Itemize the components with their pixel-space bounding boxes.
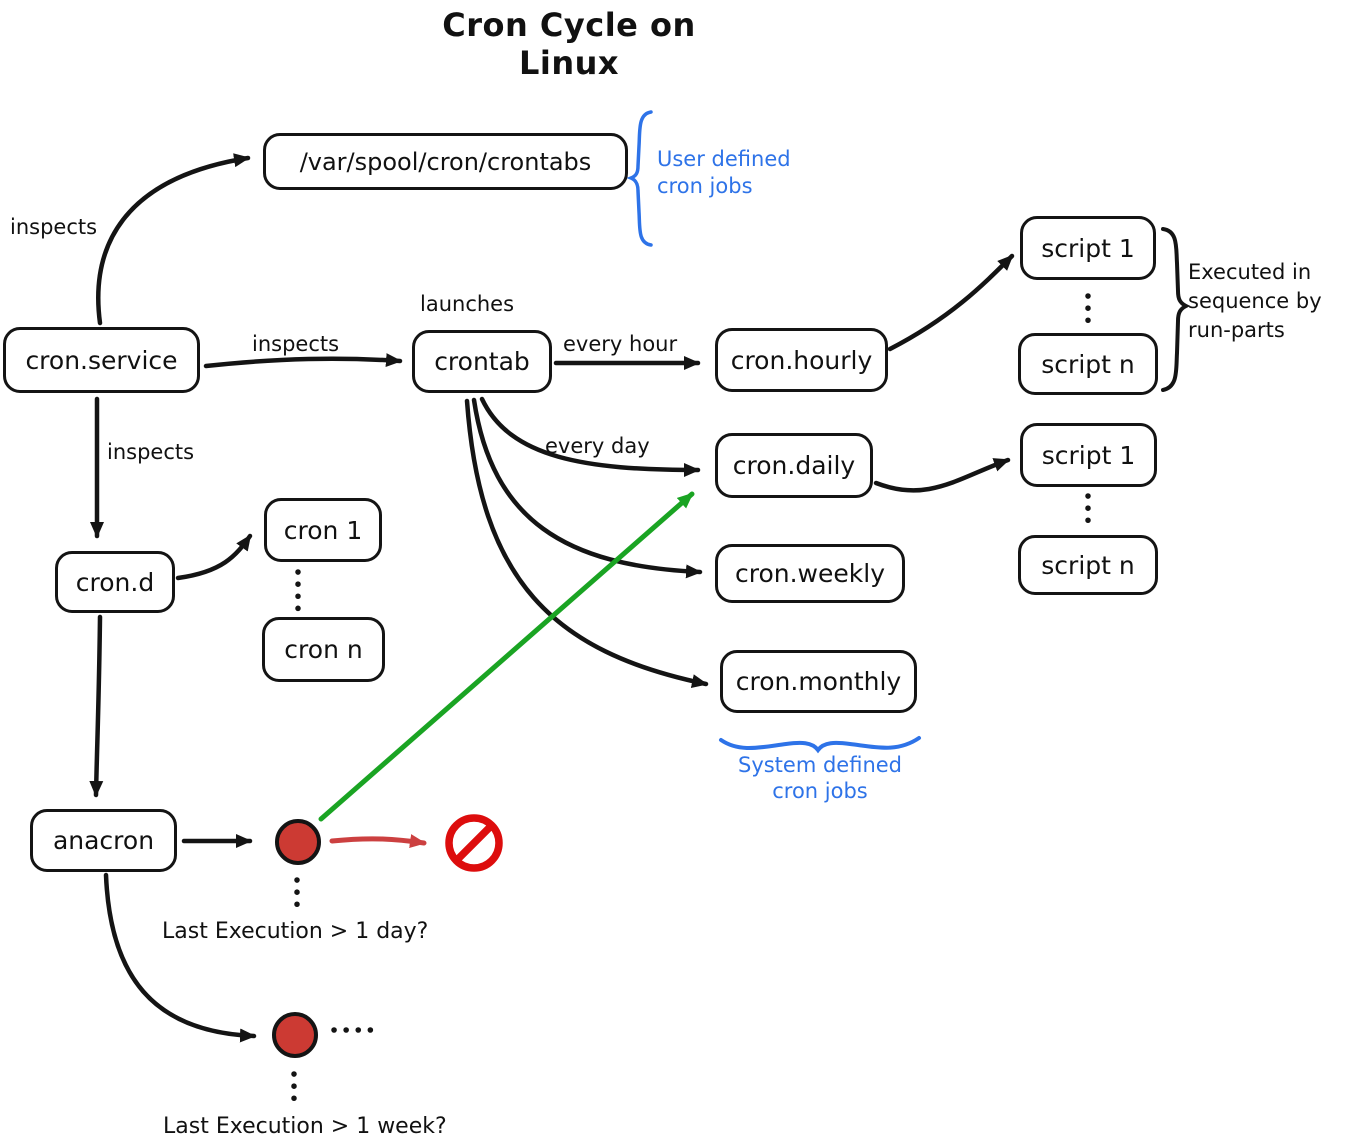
node-label: cron n (284, 635, 363, 664)
annotation-line: cron jobs (772, 779, 868, 803)
annotation-system-defined: System defined cron jobs (718, 752, 922, 804)
annotation-line: System defined (737, 753, 903, 777)
arrow-service-to-crontab (203, 353, 403, 369)
edge-label-inspects-mid: inspects (252, 332, 340, 356)
week-check-circle-icon (272, 1012, 318, 1058)
node-label: cron.service (25, 345, 178, 375)
arrow-crond-to-cron1 (175, 533, 253, 581)
node-label: cron 1 (283, 515, 363, 545)
node-cron-service: cron.service (3, 327, 200, 393)
annotation-last-exec-day: Last Execution > 1 day? (162, 919, 429, 944)
arrow-hourly-to-script1 (887, 253, 1015, 352)
node-cron-d: cron.d (55, 551, 175, 613)
node-cron-1: cron 1 (264, 498, 382, 562)
edge-label-inspects-top: inspects (10, 215, 98, 239)
annotation-run-parts: Executed in sequence by run-parts (1188, 258, 1322, 345)
edge-label-every-day: every day (545, 434, 650, 458)
arrow-green-daycheck-to-daily (318, 491, 695, 822)
annotation-line: cron jobs (657, 174, 753, 198)
node-label: script 1 (1041, 233, 1135, 263)
node-cron-monthly: cron.monthly (720, 650, 917, 713)
node-script-1-hourly: script 1 (1020, 216, 1156, 280)
arrow-crond-to-anacron (89, 614, 104, 798)
annotation-line: User defined (657, 147, 791, 171)
arrow-crontab-to-monthly (464, 398, 709, 688)
node-label: /var/spool/cron/crontabs (299, 147, 592, 176)
annotation-line: sequence by (1188, 289, 1322, 313)
node-label: cron.d (75, 567, 155, 597)
edge-label-every-hour: every hour (563, 332, 678, 356)
node-crontab: crontab (412, 330, 552, 393)
no-entry-icon-glyph (445, 814, 503, 872)
node-label: anacron (52, 826, 155, 855)
node-script-n-daily: script n (1018, 535, 1158, 595)
brace-system-defined (719, 736, 921, 754)
node-label: cron.weekly (735, 559, 885, 588)
diagram-title: Cron Cycle on Linux (442, 6, 696, 82)
node-var-spool-cron-crontabs: /var/spool/cron/crontabs (263, 133, 628, 190)
node-label: cron.hourly (730, 345, 873, 375)
arrow-crontab-to-weekly (471, 397, 703, 579)
annotation-user-defined: User defined cron jobs (657, 146, 791, 200)
node-label: crontab (434, 347, 530, 376)
arrow-service-to-varspool (96, 153, 251, 326)
node-cron-daily: cron.daily (715, 433, 873, 498)
arrow-daily-to-script1 (873, 457, 1011, 493)
annotation-line: Executed in (1188, 260, 1312, 284)
arrow-crontab-to-daily (479, 396, 701, 477)
node-label: script 1 (1041, 440, 1136, 470)
node-label: cron.daily (732, 451, 856, 480)
edge-label-inspects-down: inspects (107, 440, 195, 464)
arrow-anacron-to-weekcheck (103, 872, 257, 1043)
no-entry-icon (444, 813, 504, 873)
node-label: cron.monthly (735, 667, 902, 696)
node-cron-hourly: cron.hourly (715, 328, 888, 392)
node-cron-weekly: cron.weekly (715, 544, 905, 603)
node-script-n-hourly: script n (1018, 333, 1158, 395)
node-label: script n (1041, 349, 1135, 379)
node-cron-n: cron n (262, 617, 385, 682)
edge-label-launches: launches (420, 292, 515, 316)
node-label: script n (1041, 550, 1135, 580)
day-check-circle-icon (275, 819, 321, 865)
node-anacron: anacron (30, 809, 177, 872)
node-script-1-daily: script 1 (1020, 423, 1157, 487)
brace-run-parts (1161, 227, 1191, 392)
annotation-line: run-parts (1188, 318, 1285, 342)
arrow-red-daycheck-to-noentry (329, 834, 427, 848)
brace-user-defined (626, 110, 653, 247)
annotation-last-exec-week: Last Execution > 1 week? (163, 1114, 447, 1139)
